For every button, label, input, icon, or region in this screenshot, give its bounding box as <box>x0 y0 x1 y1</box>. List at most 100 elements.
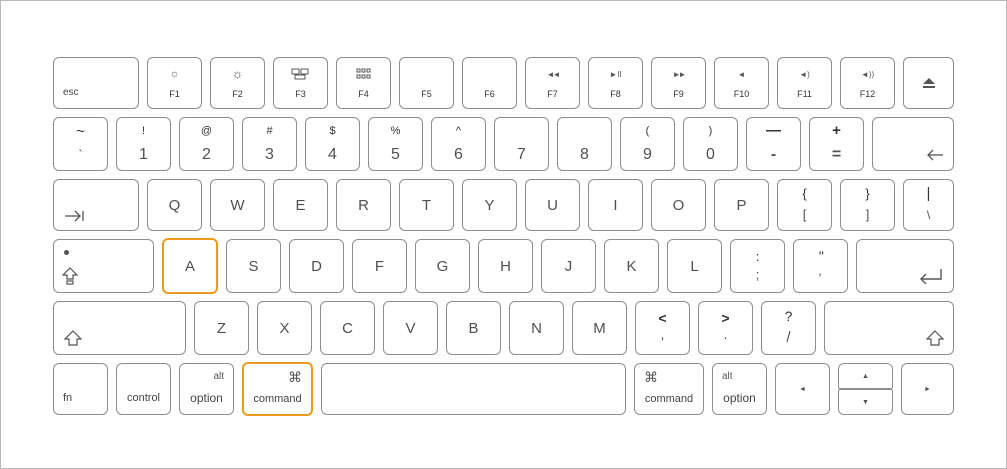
rewind-icon: ◄◄ <box>546 70 561 79</box>
key-semicolon-bottom: ; <box>755 267 760 282</box>
key-g[interactable]: G <box>415 239 470 293</box>
key-b[interactable]: B <box>446 301 501 355</box>
key-f8[interactable]: ►II F8 <box>588 57 643 109</box>
key-period-bottom: . <box>723 326 728 342</box>
key-8[interactable]: 8 <box>557 117 612 171</box>
key-d[interactable]: D <box>289 239 344 293</box>
key-fn[interactable]: fn <box>53 363 108 415</box>
key-f12-label: F12 <box>859 89 876 99</box>
key-9-top: ( <box>645 125 650 137</box>
key-n[interactable]: N <box>509 301 564 355</box>
key-f5[interactable]: F5 <box>399 57 454 109</box>
key-y[interactable]: Y <box>462 179 517 231</box>
brightness-down-icon: ☼ <box>169 68 180 80</box>
key-right-shift[interactable] <box>824 301 954 355</box>
key-space[interactable] <box>321 363 626 415</box>
key-arrow-left[interactable]: ◄ <box>775 363 830 415</box>
key-arrow-down[interactable]: ▼ <box>838 389 893 415</box>
key-q[interactable]: Q <box>147 179 202 231</box>
key-quote[interactable]: " , <box>793 239 848 293</box>
key-3[interactable]: # 3 <box>242 117 297 171</box>
key-p[interactable]: P <box>714 179 769 231</box>
key-right-option[interactable]: alt option <box>712 363 767 415</box>
key-0[interactable]: ) 0 <box>683 117 738 171</box>
key-v[interactable]: V <box>383 301 438 355</box>
key-f6[interactable]: F6 <box>462 57 517 109</box>
key-f7[interactable]: ◄◄ F7 <box>525 57 580 109</box>
key-l[interactable]: L <box>667 239 722 293</box>
key-k[interactable]: K <box>604 239 659 293</box>
key-f11[interactable]: ◄) F11 <box>777 57 832 109</box>
key-p-label: P <box>736 196 747 214</box>
key-6[interactable]: ^ 6 <box>431 117 486 171</box>
key-slash[interactable]: ? / <box>761 301 816 355</box>
key-f2[interactable]: ☼ F2 <box>210 57 265 109</box>
key-7[interactable]: 7 <box>494 117 549 171</box>
key-f4[interactable]: F4 <box>336 57 391 109</box>
key-arrow-up[interactable]: ▲ <box>838 363 893 389</box>
key-delete[interactable] <box>872 117 954 171</box>
key-f10[interactable]: ◄ F10 <box>714 57 769 109</box>
key-0-bottom: 0 <box>706 146 715 163</box>
key-i[interactable]: I <box>588 179 643 231</box>
key-comma[interactable]: < , <box>635 301 690 355</box>
key-comma-top: < <box>658 310 667 326</box>
key-f[interactable]: F <box>352 239 407 293</box>
key-2[interactable]: @ 2 <box>179 117 234 171</box>
key-period[interactable]: > . <box>698 301 753 355</box>
key-o-label: O <box>672 196 685 214</box>
key-s-label: S <box>248 257 259 275</box>
key-2-top: @ <box>200 125 213 137</box>
key-1[interactable]: ! 1 <box>116 117 171 171</box>
key-tab[interactable] <box>53 179 139 231</box>
key-f12[interactable]: ◄)) F12 <box>840 57 895 109</box>
caps-lock-icon <box>62 267 78 285</box>
key-6-bottom: 6 <box>454 146 463 163</box>
key-j[interactable]: J <box>541 239 596 293</box>
key-equals[interactable]: + = <box>809 117 864 171</box>
key-left-shift[interactable] <box>53 301 186 355</box>
key-arrow-right[interactable]: ► <box>901 363 954 415</box>
key-left-option[interactable]: alt option <box>179 363 234 415</box>
key-semicolon[interactable]: : ; <box>730 239 785 293</box>
key-fn-label: fn <box>63 392 73 404</box>
key-eject[interactable] <box>903 57 954 109</box>
key-left-bracket[interactable]: { [ <box>777 179 832 231</box>
key-right-command[interactable]: ⌘ command <box>634 363 704 415</box>
key-c[interactable]: C <box>320 301 375 355</box>
key-t[interactable]: T <box>399 179 454 231</box>
key-x[interactable]: X <box>257 301 312 355</box>
key-s[interactable]: S <box>226 239 281 293</box>
key-f3[interactable]: F3 <box>273 57 328 109</box>
key-e[interactable]: E <box>273 179 328 231</box>
key-h[interactable]: H <box>478 239 533 293</box>
key-f8-label: F8 <box>610 89 621 99</box>
key-caps-lock[interactable] <box>53 239 154 293</box>
key-r[interactable]: R <box>336 179 391 231</box>
key-5[interactable]: % 5 <box>368 117 423 171</box>
key-left-command[interactable]: ⌘ command <box>242 362 313 416</box>
key-return[interactable] <box>856 239 954 293</box>
key-f2-label: F2 <box>232 89 243 99</box>
key-9[interactable]: ( 9 <box>620 117 675 171</box>
key-control[interactable]: control <box>116 363 171 415</box>
key-backslash[interactable]: | \ <box>903 179 954 231</box>
key-minus[interactable]: — - <box>746 117 801 171</box>
key-o[interactable]: O <box>651 179 706 231</box>
key-u[interactable]: U <box>525 179 580 231</box>
key-quote-bottom: , <box>818 263 823 278</box>
key-w[interactable]: W <box>210 179 265 231</box>
tab-arrow-icon <box>63 210 85 222</box>
key-f9[interactable]: ►► F9 <box>651 57 706 109</box>
key-m[interactable]: M <box>572 301 627 355</box>
key-z[interactable]: Z <box>194 301 249 355</box>
key-right-bracket[interactable]: } ] <box>840 179 895 231</box>
key-4[interactable]: $ 4 <box>305 117 360 171</box>
key-f1[interactable]: ☼ F1 <box>147 57 202 109</box>
key-y-label: Y <box>484 196 495 214</box>
key-a[interactable]: A <box>162 238 218 294</box>
key-esc[interactable]: esc <box>53 57 139 109</box>
key-tilde[interactable]: ~ ` <box>53 117 108 171</box>
key-1-top: ! <box>141 125 146 137</box>
key-backslash-bottom: \ <box>926 208 931 222</box>
